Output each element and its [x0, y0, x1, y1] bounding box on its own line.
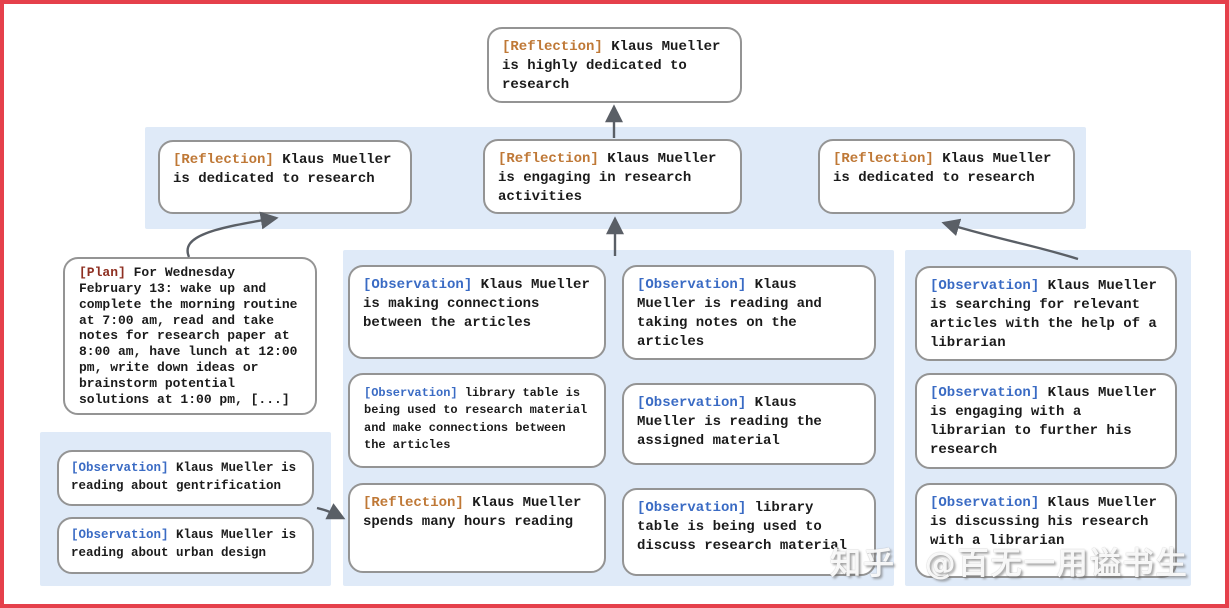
node-text: For Wednesday February 13: wake up and c… [79, 265, 298, 407]
observation-tag-label: [Observation] [637, 500, 747, 516]
node-text: Klaus Mueller is reading and taking note… [637, 277, 822, 350]
node-text: Klaus Mueller is searching for relevant … [930, 278, 1157, 351]
observation-tag-label: [Observation] [637, 395, 747, 411]
node-text: Klaus Mueller is reading about urban des… [71, 528, 297, 560]
reflection-tag-label: [Reflection] [502, 39, 603, 55]
reflection-tag-label: [Reflection] [363, 495, 464, 511]
reflection-tag-label: [Reflection] [833, 151, 934, 167]
node-observation-searching-articles: [Observation] Klaus Mueller is searching… [915, 266, 1177, 361]
node-text: Klaus Mueller is dedicated to research [833, 151, 1052, 186]
plan-tag-label: [Plan] [79, 265, 126, 280]
node-text: library table is being used to discuss r… [637, 500, 848, 554]
observation-tag-label: [Observation] [637, 277, 747, 293]
node-observation-urban-design: [Observation] Klaus Mueller is reading a… [57, 517, 314, 574]
watermark-site-name: 知乎 [830, 546, 896, 582]
zhihu-watermark: 知乎 @百无一用谥书生 [830, 538, 1189, 583]
node-observation-assigned-material: [Observation] Klaus Mueller is reading t… [622, 383, 876, 465]
observation-tag-label: [Observation] [71, 528, 169, 542]
node-observation-discussing-research: [Observation] Klaus Mueller is discussin… [915, 483, 1177, 578]
node-text: library table is being used to research … [364, 386, 588, 453]
node-text: Klaus Mueller is making connections betw… [363, 277, 590, 331]
node-text: Klaus Mueller spends many hours reading [363, 495, 582, 530]
observation-tag-label: [Observation] [930, 495, 1040, 511]
node-observation-library-discuss: [Observation] library table is being use… [622, 488, 876, 576]
node-text: Klaus Mueller is reading about gentrific… [71, 461, 297, 493]
node-text: Klaus Mueller is engaging in research ac… [498, 151, 717, 205]
node-plan-wednesday: [Plan] For Wednesday February 13: wake u… [63, 257, 317, 415]
observation-tag-label: [Observation] [930, 385, 1040, 401]
node-observation-engaging-librarian: [Observation] Klaus Mueller is engaging … [915, 373, 1177, 469]
node-text: Klaus Mueller is discussing his research… [930, 495, 1157, 549]
node-observation-gentrification: [Observation] Klaus Mueller is reading a… [57, 450, 314, 506]
node-observation-library-research: [Observation] library table is being use… [348, 373, 606, 468]
node-text: Klaus Mueller is highly dedicated to res… [502, 39, 721, 93]
node-reflection-hours-reading: [Reflection] Klaus Mueller spends many h… [348, 483, 606, 573]
node-text: Klaus Mueller is reading the assigned ma… [637, 395, 822, 449]
node-observation-taking-notes: [Observation] Klaus Mueller is reading a… [622, 265, 876, 360]
node-text: Klaus Mueller is engaging with a librari… [930, 385, 1157, 458]
node-text: Klaus Mueller is dedicated to research [173, 152, 392, 187]
node-reflection-level2-left: [Reflection] Klaus Mueller is dedicated … [158, 140, 412, 214]
reflection-tag-label: [Reflection] [173, 152, 274, 168]
observation-tag-label: [Observation] [71, 461, 169, 475]
node-observation-making-connections: [Observation] Klaus Mueller is making co… [348, 265, 606, 359]
observation-tag-label: [Observation] [363, 277, 473, 293]
observation-tag-label: [Observation] [364, 386, 458, 400]
reflection-tag-label: [Reflection] [498, 151, 599, 167]
watermark-account-name: @百无一用谥书生 [924, 546, 1189, 582]
node-reflection-level2-right: [Reflection] Klaus Mueller is dedicated … [818, 139, 1075, 214]
node-reflection-root: [Reflection] Klaus Mueller is highly ded… [487, 27, 742, 103]
node-reflection-level2-middle: [Reflection] Klaus Mueller is engaging i… [483, 139, 742, 214]
observation-tag-label: [Observation] [930, 278, 1040, 294]
